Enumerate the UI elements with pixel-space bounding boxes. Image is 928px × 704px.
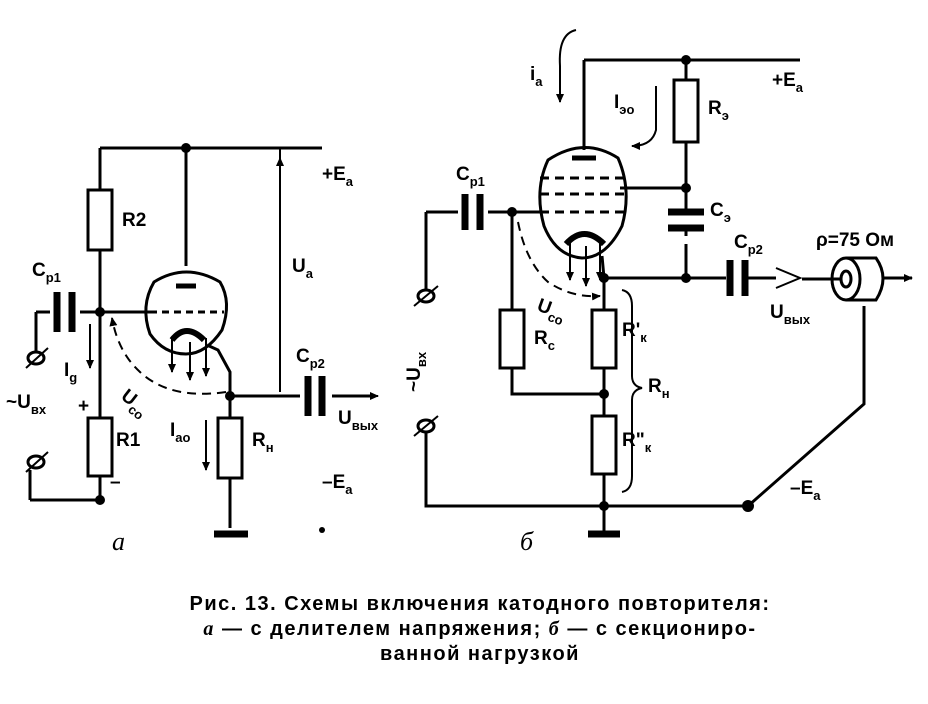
a-minus-sign: – [110,472,121,493]
b-re-resistor [672,78,700,144]
b-figure-letter: б [520,527,534,556]
a-cp1-label: Cp1 [32,260,61,285]
b-supply-neg-label: –Ea [790,478,821,503]
b-cable-label: ρ=75 Ом [816,230,894,251]
b-cp2-label: Cp2 [734,232,763,257]
caption-line-3: ванной нагрузкой [380,643,580,665]
b-uin-label: ~Uвх [404,351,429,392]
b-cable-shield [747,306,866,508]
a-r1-resistor [86,416,114,478]
b-rc-resistor [498,308,526,370]
schematic-b [424,58,866,538]
b-rk2-label: R"к [622,430,652,455]
b-coax-cable [802,256,885,302]
a-ua-label: Ua [292,256,314,281]
b-rh-label: Rн [648,376,670,401]
a-supply-pos-label: +Ea [322,164,354,189]
b-bottom-rail [424,432,748,508]
a-uin-label: ~Uвх [6,392,47,417]
b-cathode-wire [600,255,776,280]
a-figure-letter: а [112,527,125,556]
b-rk2-resistor [590,414,618,476]
a-cathode-wire [206,343,232,396]
b-uco-arrow [517,221,601,301]
a-iao-label: Iao [170,420,191,445]
caption-a-text: — с делителем напряжения; [214,618,549,640]
a-uout-label: Uвых [338,408,379,433]
b-supply-pos-label: +Ea [772,70,804,95]
a-rh-label: Rн [252,430,274,455]
a-r2-resistor [86,188,114,252]
a-r1-label: R1 [116,430,141,451]
caption-b-text: — с секциониро- [560,618,757,640]
b-rc-label: Rc [534,328,555,353]
b-rk1-label: R'к [622,320,647,345]
a-uco-label: Uco [114,385,152,423]
schematic-a [28,146,370,538]
caption-b-letter: б [548,618,561,640]
b-cp2-capacitor [726,260,749,296]
a-cp1-capacitor [53,292,76,332]
b-cp1-label: Cp1 [456,164,485,189]
b-uco-label: Uco [533,295,569,328]
caption-a-letter: а [203,618,215,640]
a-cp2-capacitor [304,376,326,416]
b-rc-wire [510,212,604,396]
a-cp2-label: Cp2 [296,346,325,371]
a-tube [144,270,228,356]
b-ia-arrow [556,29,577,103]
a-plus-sign: + [78,396,89,417]
b-rh-brace [621,289,643,493]
a-uco-arrow [109,317,227,395]
b-cp1-capacitor [461,194,484,230]
b-re-label: Rэ [708,98,729,123]
b-ce-label: Cэ [710,200,731,225]
caption-line-2: а — с делителем напряжения; б — с секцио… [60,617,900,642]
b-ce-capacitor [668,208,704,232]
figure-caption: Рис. 13. Схемы включения катодного повто… [60,592,900,667]
a-ig-label: Ig [64,360,77,385]
caption-line-1: Рис. 13. Схемы включения катодного повто… [189,593,771,615]
b-output-arrow [775,267,803,289]
a-rh-resistor [216,416,244,480]
b-ia-label: ia [530,64,543,89]
a-supply-neg-label: –Ea [322,472,353,497]
b-uout-label: Uвых [770,302,811,327]
b-rk1-resistor [590,308,618,370]
b-ieo-arrow [631,86,657,150]
a-r2-label: R2 [122,210,146,231]
b-ieo-label: Iэо [614,92,634,117]
b-tube [538,146,628,260]
